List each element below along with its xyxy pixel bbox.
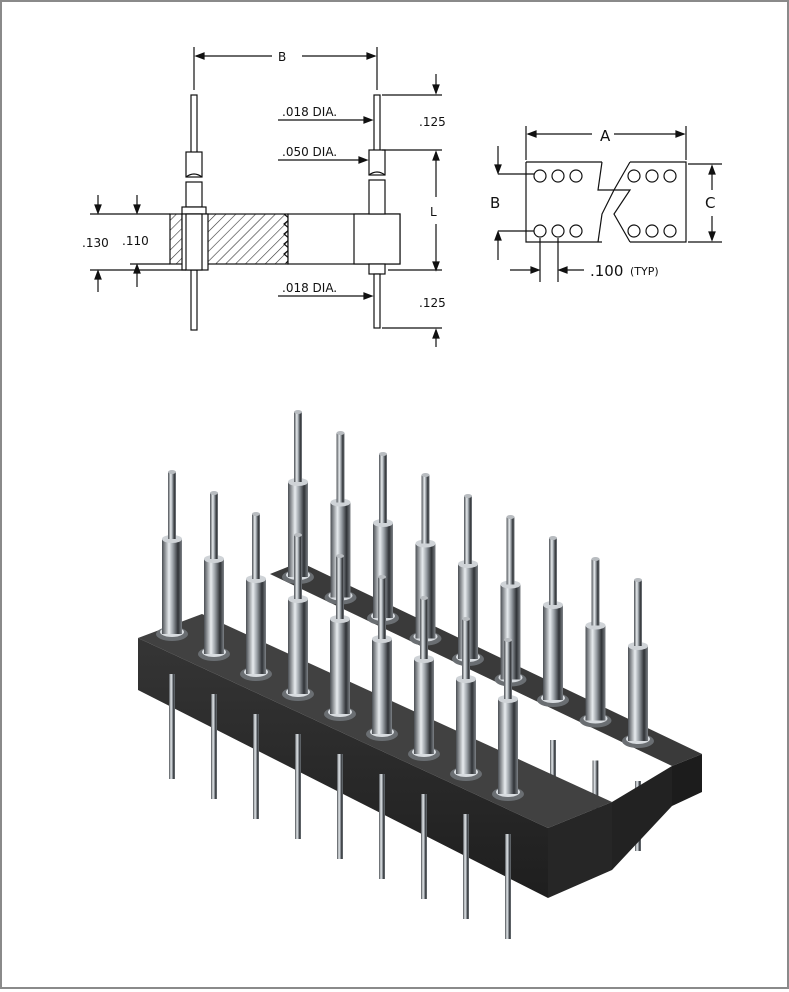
front-pin-8 [450, 617, 482, 919]
front-pin-3 [240, 512, 272, 819]
dim-l-label: L [430, 205, 437, 219]
pin-top-dia-label: .018 DIA. [282, 105, 337, 119]
right-pin-bottom [373, 273, 381, 329]
top-view-drawing [494, 126, 722, 282]
front-pin-row [156, 470, 524, 939]
front-pin-4 [282, 533, 314, 839]
dim-110-label: .110 [122, 234, 149, 248]
dim-b-label: B [278, 50, 286, 64]
front-pin-1 [156, 470, 188, 779]
front-pin-2 [198, 491, 230, 799]
top-dim-b-label: B [490, 194, 500, 212]
dim-a-label: A [600, 127, 611, 145]
left-pin-bottom [190, 269, 198, 331]
front-pin-6 [366, 575, 398, 879]
socket-render [138, 410, 702, 939]
right-sleeve [368, 149, 386, 176]
left-pin-top [190, 94, 198, 156]
pin-bottom-dia-label: .018 DIA. [282, 281, 337, 295]
dim-130-label: .130 [82, 236, 109, 250]
front-pin-5 [324, 554, 356, 859]
footprint-holes [533, 169, 677, 238]
front-pin-7 [408, 596, 440, 899]
back-pin-row [282, 410, 654, 851]
dim-c-label: C [705, 194, 715, 212]
side-view-drawing [90, 47, 442, 347]
left-sleeve [185, 151, 203, 178]
sleeve-dia-label: .050 DIA. [282, 145, 337, 159]
back-pin-7 [537, 536, 569, 810]
pitch-label: .100 [590, 262, 623, 280]
typ-label: (TYP) [630, 265, 659, 278]
front-pin-9 [492, 638, 524, 939]
dim-top-125-label: .125 [419, 115, 446, 129]
footprint-outline [525, 161, 687, 243]
dim-bottom-125-label: .125 [419, 296, 446, 310]
right-pin-top [373, 94, 381, 154]
